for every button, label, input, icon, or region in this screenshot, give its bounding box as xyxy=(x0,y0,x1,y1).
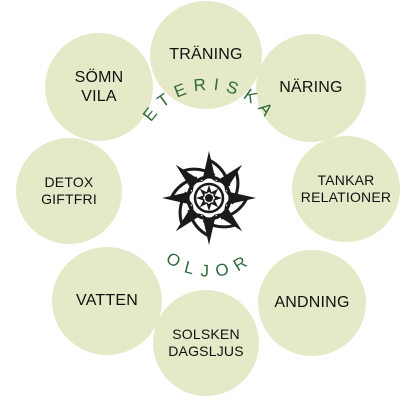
ornamental-star-emblem-icon xyxy=(162,151,256,245)
circle-detox-giftfri-line-2: GIFTFRI xyxy=(41,191,97,207)
circle-andning: ANDNING xyxy=(258,250,366,356)
circle-somn-vila-line-2: VILA xyxy=(81,88,117,105)
circle-tankar-relationer-line-2: RELATIONER xyxy=(300,189,392,205)
circle-traning: TRÄNING xyxy=(150,1,262,109)
circle-vatten-line-1: VATTEN xyxy=(76,292,138,310)
circle-solsken-dagsljus-line-1: SOLSKEN xyxy=(172,326,240,343)
circle-andning-line-1: ANDNING xyxy=(274,294,350,312)
circle-detox-giftfri-line-1: DETOX xyxy=(44,174,94,191)
circle-tankar-relationer: TANKAR RELATIONER xyxy=(292,136,400,242)
circle-traning-line-1: TRÄNING xyxy=(169,46,243,64)
circle-somn-vila-line-1: SÖMN xyxy=(74,68,124,86)
circle-vatten: VATTEN xyxy=(52,247,162,355)
brand-word-bottom-text: OLJOR xyxy=(163,248,249,280)
circle-naring-line-1: NÄRING xyxy=(279,79,343,97)
brand-word-bottom: OLJOR xyxy=(163,248,257,280)
circle-detox-giftfri: DETOX GIFTFRI xyxy=(16,138,122,244)
circle-solsken-dagsljus-line-2: DAGSLJUS xyxy=(168,343,244,359)
brand-word-top-text: ETERISKA xyxy=(139,75,274,125)
circle-solsken-dagsljus: SOLSKEN DAGSLJUS xyxy=(153,290,259,396)
circle-tankar-relationer-line-1: TANKAR xyxy=(317,172,375,189)
circle-somn-vila: SÖMN VILA xyxy=(45,33,153,141)
brand-word-top: ETERISKA xyxy=(139,75,281,125)
circle-naring: NÄRING xyxy=(256,34,366,142)
